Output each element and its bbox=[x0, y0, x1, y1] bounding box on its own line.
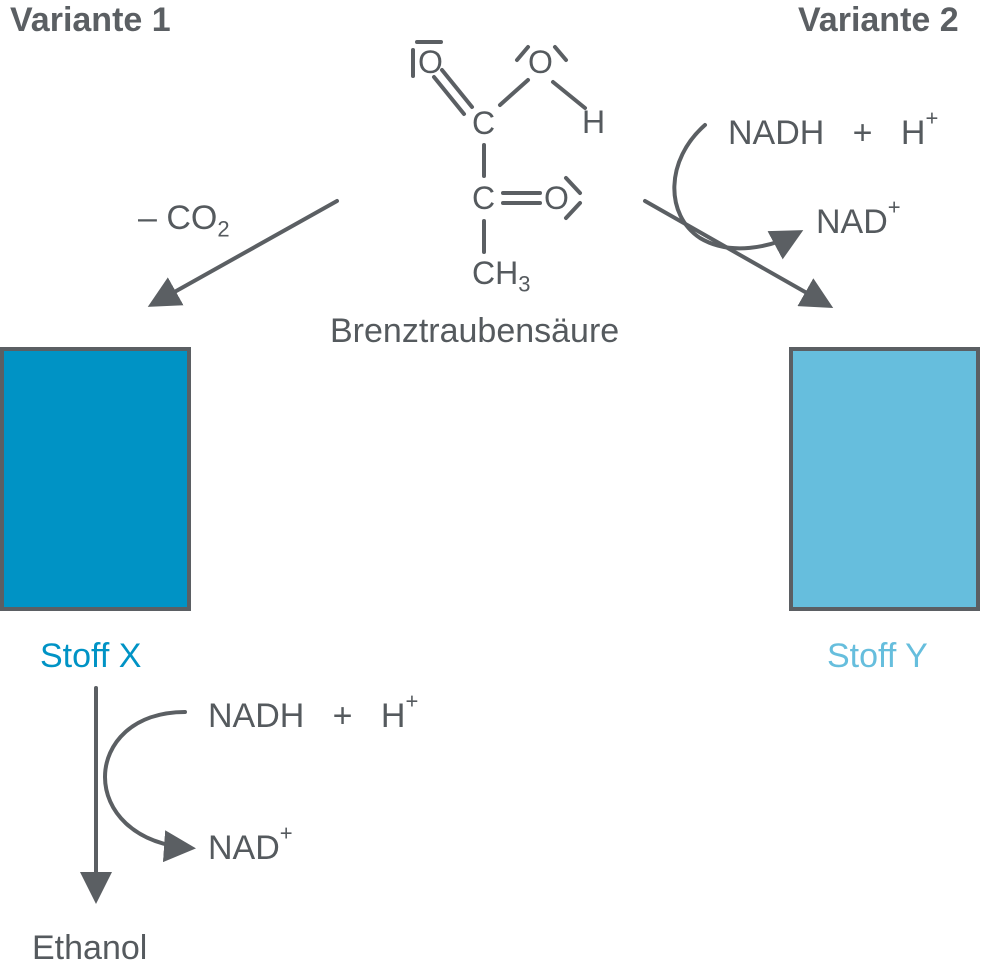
co2-loss-label: – CO2 bbox=[138, 199, 230, 242]
lone-pair-o-keto-bottom bbox=[564, 201, 582, 220]
variant-2-cofactor-out: NAD+ bbox=[816, 194, 901, 241]
variant-1-cofactor-in: NADH + H+ bbox=[208, 688, 419, 735]
arrow-to-stoff-y bbox=[643, 199, 834, 308]
arrow-to-stoff-x bbox=[147, 199, 339, 307]
cofactor-arrow-variant-2 bbox=[672, 123, 804, 260]
stoff-y-label: Stoff Y bbox=[827, 637, 928, 675]
atom-o-top: O bbox=[418, 44, 443, 80]
cofactor-arrow-variant-1 bbox=[103, 710, 196, 863]
variant-2-cofactor-in: NADH + H+ bbox=[728, 105, 939, 152]
bond-o-hydroxyl-h bbox=[551, 80, 587, 110]
atom-o-keto: O bbox=[544, 180, 569, 216]
atom-c2: C bbox=[472, 180, 496, 216]
lone-pair-o-keto-top bbox=[564, 176, 582, 195]
lone-pair-o-hydroxyl-right bbox=[553, 45, 568, 62]
ethanol-label: Ethanol bbox=[32, 929, 148, 967]
variant-1-cofactor-out: NAD+ bbox=[208, 820, 293, 867]
atom-h: H bbox=[582, 104, 606, 140]
bond-o-top-c1-b bbox=[432, 75, 466, 116]
stoff-y-box bbox=[789, 347, 980, 611]
bond-o-top-c1-a bbox=[440, 68, 474, 109]
stoff-x-box bbox=[0, 347, 191, 611]
stoff-x-label: Stoff X bbox=[40, 637, 142, 675]
atom-c1: C bbox=[472, 105, 496, 141]
molecule-name: Brenztraubensäure bbox=[330, 312, 620, 350]
atom-o-hydroxyl: O bbox=[528, 44, 553, 80]
bond-c1-o-hydroxyl bbox=[498, 78, 530, 107]
variant-2-heading: Variante 2 bbox=[798, 1, 959, 39]
variant-1-heading: Variante 1 bbox=[10, 1, 171, 39]
lone-pair-o-hydroxyl-left bbox=[515, 45, 530, 62]
atom-ch3: CH3 bbox=[472, 255, 531, 297]
